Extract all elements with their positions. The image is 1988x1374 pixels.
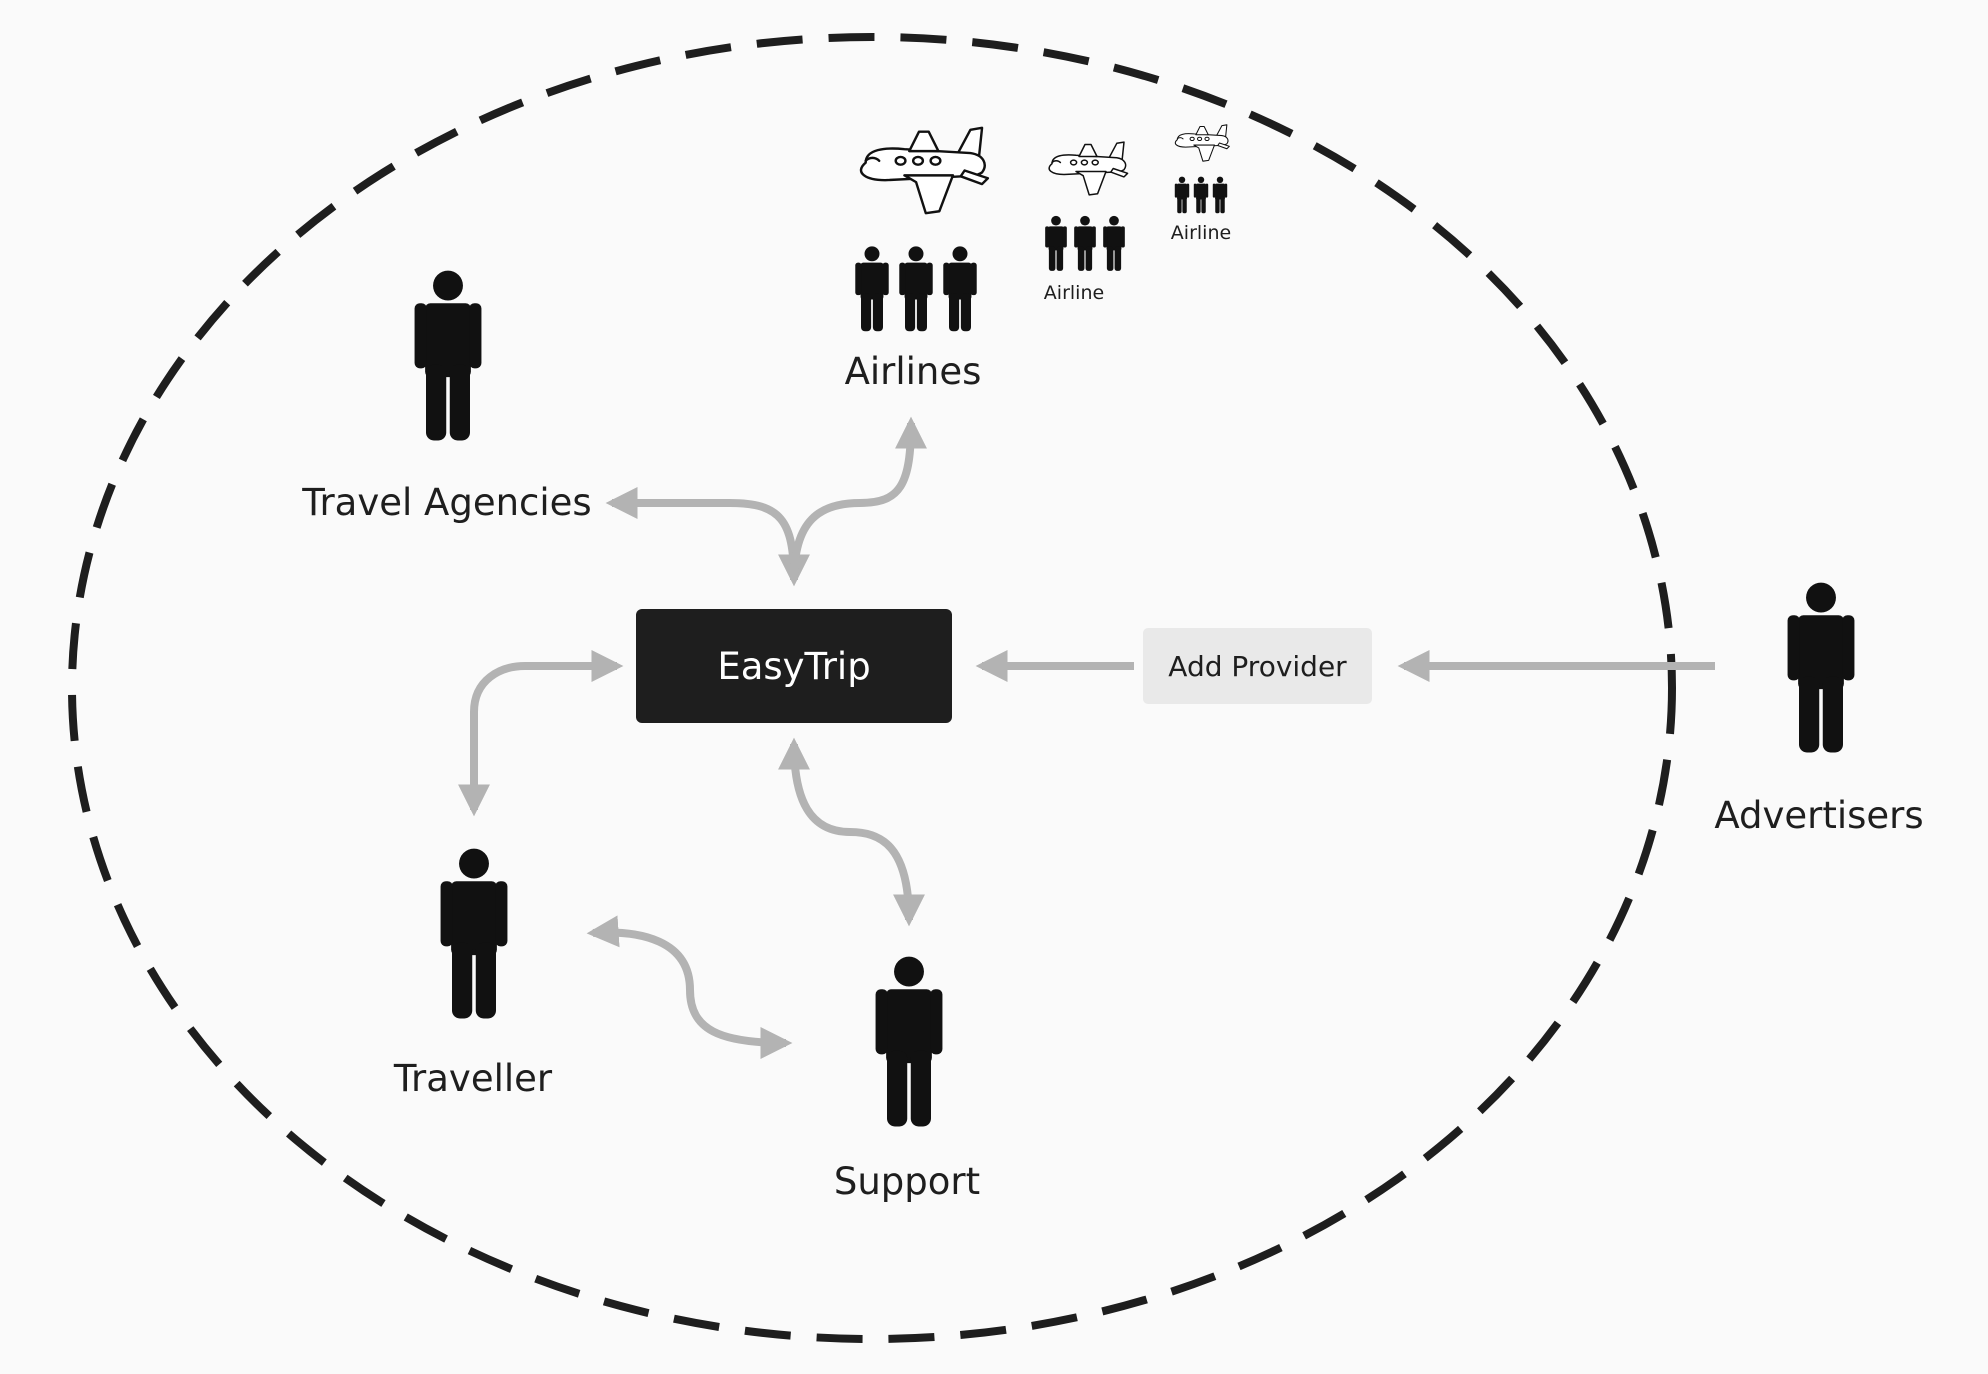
add-provider-node: Add Provider bbox=[1143, 628, 1372, 704]
advertisers-person-icon bbox=[1787, 582, 1855, 753]
airline-label-smallest: Airline bbox=[1170, 222, 1232, 244]
travel-agencies-label: Travel Agencies bbox=[302, 481, 592, 524]
arrow-easytrip-travel-agencies bbox=[605, 487, 810, 587]
arrow-easytrip-traveller bbox=[458, 650, 624, 817]
easytrip-node: EasyTrip bbox=[636, 609, 952, 723]
airline-label-small: Airline bbox=[1043, 282, 1105, 304]
arrow-easytrip-support bbox=[778, 737, 925, 927]
traveller-label: Traveller bbox=[393, 1057, 553, 1100]
support-label: Support bbox=[833, 1160, 981, 1203]
support-person-icon bbox=[875, 956, 943, 1127]
crowd-icon bbox=[855, 246, 977, 332]
arrow-easytrip-airlines bbox=[790, 416, 927, 581]
crowd-icon bbox=[1174, 176, 1228, 214]
airlines-label: Airlines bbox=[844, 350, 982, 393]
arrow-traveller-support bbox=[586, 915, 793, 1059]
airplane-icon bbox=[1174, 124, 1230, 162]
airplane-icon bbox=[859, 126, 990, 215]
travel-agencies-person-icon bbox=[414, 270, 482, 441]
airplane-icon bbox=[1048, 141, 1129, 196]
ecosystem-boundary bbox=[68, 33, 1676, 1343]
crowd-icon bbox=[1045, 215, 1125, 271]
advertisers-label: Advertisers bbox=[1714, 794, 1924, 837]
traveller-person-icon bbox=[440, 848, 508, 1019]
